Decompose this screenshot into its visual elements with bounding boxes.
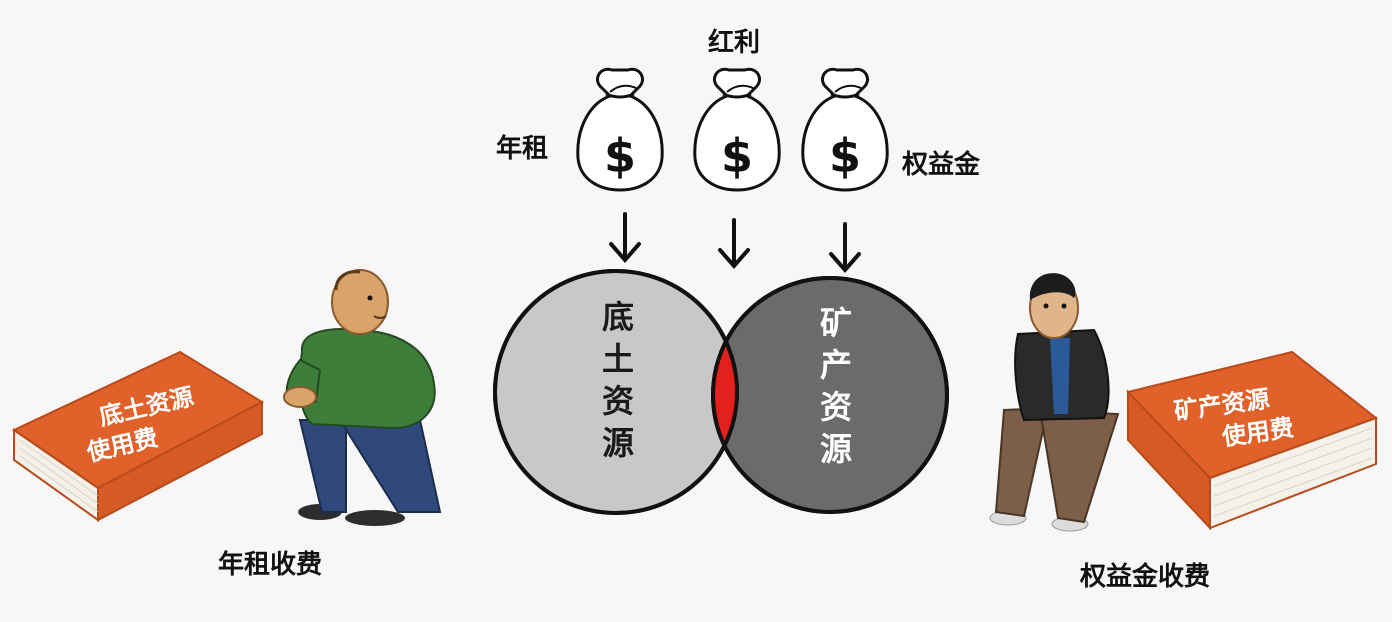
top-label-dividend: 红利 bbox=[708, 28, 761, 58]
person-right-illustration bbox=[989, 273, 1120, 532]
dollar-sign-right: $ bbox=[829, 129, 861, 183]
right-caption: 权益金收费 bbox=[1080, 562, 1211, 592]
dollar-sign-middle: $ bbox=[721, 129, 753, 183]
left-caption: 年租收费 bbox=[218, 550, 323, 580]
arrow-down-icon-left bbox=[609, 212, 641, 264]
right-bag-label-royalty: 权益金 bbox=[902, 150, 981, 180]
arrow-down-icon-right bbox=[829, 222, 861, 274]
arrow-down-icon-middle bbox=[718, 218, 750, 270]
venn-diagram bbox=[493, 269, 949, 515]
dollar-sign-left: $ bbox=[604, 129, 636, 183]
person-left-illustration bbox=[283, 269, 442, 526]
venn-right-label: 矿产资源 bbox=[815, 306, 853, 474]
book-icon-right bbox=[1126, 350, 1379, 531]
book-icon-left bbox=[12, 350, 265, 522]
left-bag-label-annual-rent: 年租 bbox=[496, 134, 549, 164]
venn-left-label: 底土资源 bbox=[597, 300, 635, 468]
